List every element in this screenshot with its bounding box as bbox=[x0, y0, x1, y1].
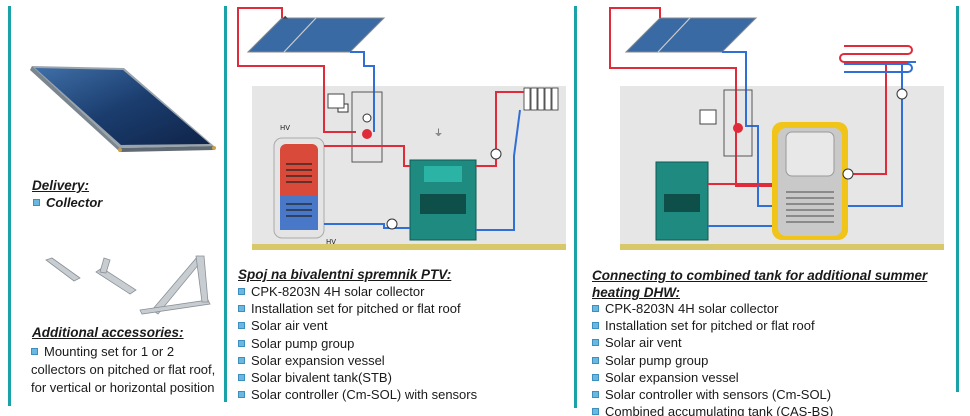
list-item: CPK-8203N 4H solar collector bbox=[592, 300, 833, 317]
bullet-icon bbox=[238, 391, 245, 399]
accessories-heading: Additional accessories: bbox=[32, 325, 184, 340]
right-item-list: CPK-8203N 4H solar collector Installatio… bbox=[592, 300, 833, 416]
delivery-item: Collector bbox=[33, 194, 102, 211]
bullet-icon bbox=[238, 305, 245, 313]
divider-line bbox=[574, 6, 577, 408]
accessories-line: for vertical or horizontal position bbox=[31, 380, 215, 395]
mounting-rail-image bbox=[45, 255, 211, 315]
bullet-icon bbox=[31, 348, 38, 355]
bullet-icon bbox=[592, 322, 599, 330]
list-item: Solar air vent bbox=[238, 317, 477, 334]
list-item: Solar pump group bbox=[592, 352, 833, 369]
list-item: Installation set for pitched or flat roo… bbox=[238, 300, 477, 317]
bullet-icon bbox=[238, 322, 245, 330]
list-item: Installation set for pitched or flat roo… bbox=[592, 317, 833, 334]
list-item: Solar controller (Cm-SOL) with sensors bbox=[238, 386, 477, 403]
divider-line bbox=[956, 6, 959, 392]
bullet-icon bbox=[592, 339, 599, 347]
list-item: Solar expansion vessel bbox=[238, 352, 477, 369]
delivery-heading: Delivery: bbox=[32, 178, 90, 193]
solar-collector-image bbox=[30, 66, 216, 152]
svg-text:⏶: ⏶ bbox=[282, 13, 289, 22]
svg-text:⏚: ⏚ bbox=[434, 128, 443, 139]
hv-label: HV bbox=[280, 124, 290, 132]
bullet-icon bbox=[238, 356, 245, 364]
list-item: CPK-8203N 4H solar collector bbox=[238, 283, 477, 300]
right-heading: Connecting to combined tank for addition… bbox=[592, 268, 928, 300]
list-item: Solar air vent bbox=[592, 334, 833, 351]
divider-line bbox=[8, 6, 11, 406]
accessories-line: Mounting set for 1 or 2 bbox=[31, 343, 174, 360]
bullet-icon bbox=[592, 356, 599, 364]
middle-heading: Spoj na bivalentni spremnik PTV: bbox=[238, 267, 452, 282]
bullet-icon bbox=[33, 199, 40, 206]
bullet-icon bbox=[592, 391, 599, 399]
accessories-line: collectors on pitched or flat roof, bbox=[31, 362, 216, 377]
list-item: Combined accumulating tank (CAS-BS) bbox=[592, 403, 833, 416]
list-item: Solar bivalent tank(STB) bbox=[238, 369, 477, 386]
bullet-icon bbox=[592, 373, 599, 381]
hydraulic-diagram-bivalent: ⏶ ⏚ HV HV bbox=[237, 7, 566, 250]
hydraulic-diagram-combined bbox=[609, 7, 944, 250]
middle-item-list: CPK-8203N 4H solar collector Installatio… bbox=[238, 283, 477, 403]
list-item: Solar expansion vessel bbox=[592, 369, 833, 386]
list-item: Solar pump group bbox=[238, 335, 477, 352]
bullet-icon bbox=[592, 305, 599, 312]
bullet-icon bbox=[238, 374, 245, 382]
bullet-icon bbox=[238, 288, 245, 295]
hv-label: HV bbox=[326, 238, 336, 246]
bullet-icon bbox=[592, 408, 599, 416]
list-item: Solar controller with sensors (Cm-SOL) bbox=[592, 386, 833, 403]
divider-line bbox=[224, 6, 227, 402]
bullet-icon bbox=[238, 339, 245, 347]
